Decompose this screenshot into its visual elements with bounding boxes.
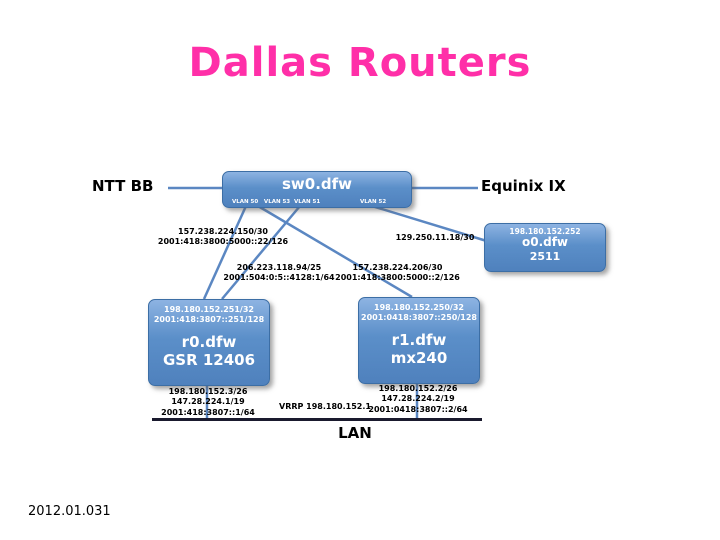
- switch-name: sw0.dfw: [281, 175, 353, 193]
- oob-ip: 198.180.152.252: [509, 227, 581, 236]
- r1-loopback-v6: 2001:0418:3807::250/128: [361, 313, 477, 323]
- oob-name: o0.dfw: [521, 235, 569, 249]
- ix-link-v4: 206.223.118.94/25: [236, 263, 322, 272]
- ix-link-v6: 2001:504:0:5::4128:1/64: [223, 273, 335, 283]
- ntt-link-v6: 2001:418:3800:5000::22/126: [157, 237, 289, 247]
- ix-link-addresses: 206.223.118.94/25 2001:504:0:5::4128:1/6…: [198, 263, 360, 284]
- ntt-bb-label: NTT BB: [92, 177, 154, 195]
- switch-sw0-box: sw0.dfw VLAN 50 VLAN 53 VLAN 51 VLAN 52: [222, 171, 412, 208]
- slide-title: Dallas Routers: [188, 40, 532, 86]
- r0-name: r0.dfw: [181, 332, 237, 351]
- r1-lan-v6: 2001:0418:3807::2/64: [368, 404, 468, 414]
- r1-loopbacks: 198.180.152.250/32 2001:0418:3807::250/1…: [359, 303, 479, 324]
- lan-segment-line: [152, 418, 482, 421]
- vrrp-label: VRRP 198.180.152.1: [279, 402, 371, 411]
- r1-model: mx240: [390, 348, 448, 367]
- lan-label: LAN: [338, 424, 372, 442]
- link-switch-to-r1: [257, 204, 413, 299]
- r1-loopback-v4: 198.180.152.250/32: [374, 303, 464, 312]
- vlan-labels-left: VLAN 50 VLAN 53 VLAN 51: [232, 199, 321, 205]
- r0-lan-v6: 2001:418:3807::1/64: [161, 407, 255, 417]
- link-switch-to-r0-b: [221, 205, 301, 300]
- oob-model: 2511: [529, 249, 561, 263]
- router-r1-box: 198.180.152.250/32 2001:0418:3807::250/1…: [358, 297, 480, 384]
- r1-name: r1.dfw: [391, 330, 447, 349]
- r1-lan-addresses: 198.180.152.2/26 147.28.224.2/19 2001:04…: [358, 384, 478, 415]
- router-r0-box: 198.180.152.251/32 2001:418:3807::251/12…: [148, 299, 270, 386]
- link-switch-to-oob: [371, 204, 491, 244]
- r1-lan-v4: 198.180.152.2/26: [378, 384, 458, 393]
- slide-footer-date: 2012.01.031: [28, 504, 111, 519]
- oob-router-box: 198.180.152.252 o0.dfw 2511: [484, 223, 606, 272]
- r0-lan-v4: 198.180.152.3/26: [168, 387, 248, 396]
- r1-lan-v4b: 147.28.224.2/19: [381, 394, 455, 404]
- r1-link-v6: 2001:418:3800:5000::2/126: [335, 273, 460, 283]
- r1-link-v4: 157.238.224.206/30: [352, 263, 443, 272]
- equinix-ix-label: Equinix IX: [481, 177, 566, 195]
- vlan-label-right: VLAN 52: [360, 199, 387, 205]
- r0-loopback-v6: 2001:418:3807::251/128: [153, 315, 265, 325]
- ntt-link-v4: 157.238.224.150/30: [178, 227, 268, 236]
- r0-loopbacks: 198.180.152.251/32 2001:418:3807::251/12…: [149, 305, 269, 326]
- r0-loopback-v4: 198.180.152.251/32: [164, 305, 254, 314]
- oob-link-address: 129.250.11.18/30: [395, 233, 475, 242]
- r0-lan-v4b: 147.28.224.1/19: [171, 397, 245, 407]
- r0-model: GSR 12406: [162, 350, 256, 369]
- ntt-link-addresses: 157.238.224.150/30 2001:418:3800:5000::2…: [148, 227, 298, 248]
- r0-lan-addresses: 198.180.152.3/26 147.28.224.1/19 2001:41…: [148, 387, 268, 418]
- r1-link-addresses: 157.238.224.206/30 2001:418:3800:5000::2…: [315, 263, 480, 284]
- link-switch-to-r0-a: [202, 205, 248, 300]
